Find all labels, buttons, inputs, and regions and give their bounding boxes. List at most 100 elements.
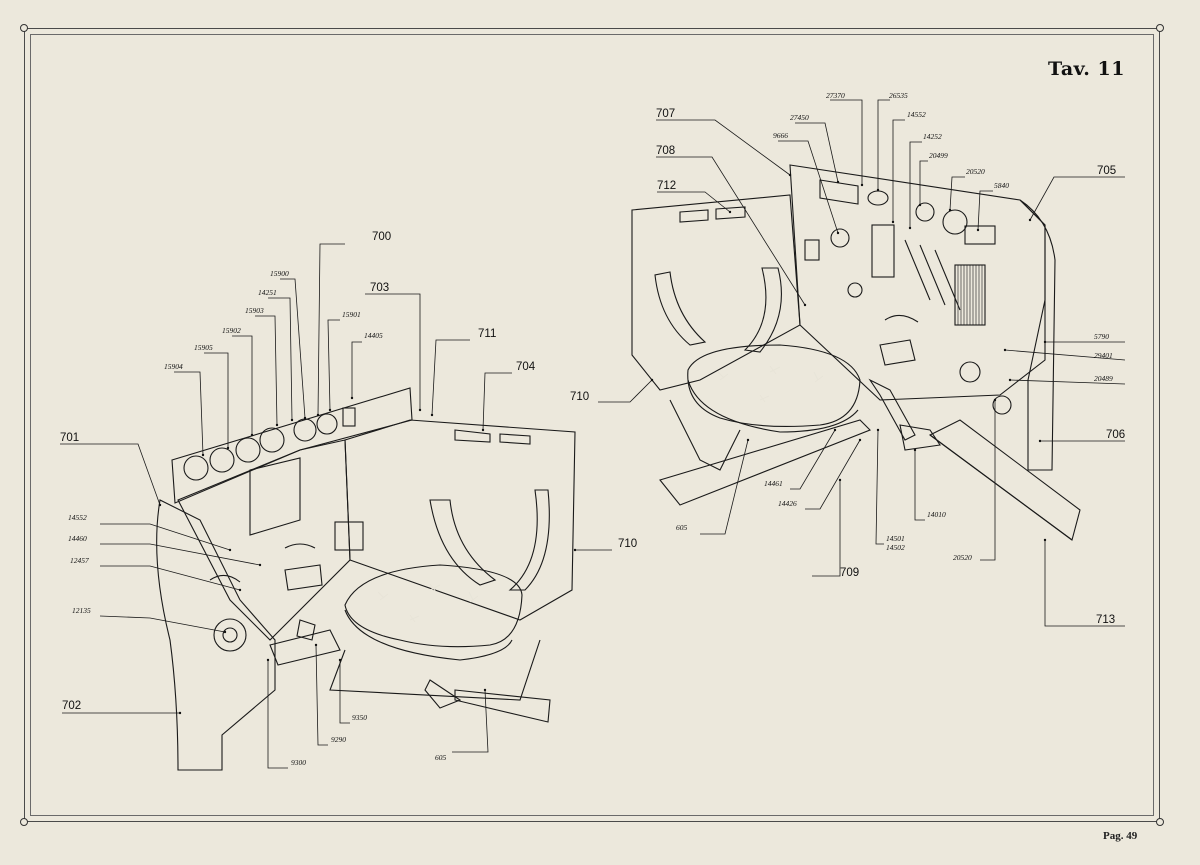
instrument-gauges: [183, 407, 356, 481]
callout-leader-line: [700, 439, 749, 535]
part-number-label: 605: [676, 523, 688, 532]
part-number-label: 26535: [889, 91, 908, 100]
callout-leader-line: [877, 99, 890, 190]
callout-leader-line: [812, 480, 841, 577]
part-number-label: 709: [840, 567, 859, 579]
callout-leader-line: [365, 293, 421, 410]
callout-arrow-tip: [1043, 340, 1047, 344]
callout-leader-line: [280, 278, 306, 419]
callout-arrow-tip: [1008, 378, 1012, 382]
part-number-label: 14010: [927, 510, 946, 519]
callout-arrow-tip: [481, 428, 485, 432]
part-number-label: 14252: [923, 132, 942, 141]
callout-leader-line: [232, 335, 253, 435]
callout-arrow-tip: [650, 378, 654, 382]
part-number-label: 9350: [352, 713, 367, 722]
part-number-label: 705: [1097, 165, 1116, 177]
part-number-label: 14460: [68, 534, 87, 543]
callout-arrow-tip: [836, 180, 840, 184]
part-number-label: 15900: [270, 269, 289, 278]
part-number-label: 14552: [907, 110, 926, 119]
part-number-label: 700: [372, 231, 391, 243]
callout-arrow-tip: [803, 303, 807, 307]
page-frame-inner: [30, 34, 1154, 816]
callout-arrow-tip: [303, 416, 307, 420]
callout-arrow-tip: [290, 418, 294, 422]
callout-arrow-tip: [338, 658, 342, 662]
callout-leader-line: [790, 429, 836, 490]
part-number-label: 701: [60, 432, 79, 444]
part-number-label: 14501: [886, 534, 905, 543]
part-number-label: 29401: [1094, 351, 1113, 360]
callout-arrow-tip: [918, 203, 922, 207]
callout-arrow-tip: [948, 208, 952, 212]
part-number-label: 15902: [222, 326, 241, 335]
part-number-label: 15903: [245, 306, 264, 315]
part-number-label: 9666: [773, 131, 788, 140]
callout-arrow-tip: [316, 413, 320, 417]
callout-leader-line: [980, 400, 996, 561]
callout-leader-line: [431, 339, 470, 416]
callout-leader-line: [830, 99, 863, 185]
page-frame-outer: [24, 28, 1160, 822]
callout-arrow-tip: [328, 408, 332, 412]
callout-arrow-tip: [836, 231, 840, 235]
callout-leader-line: [99, 615, 226, 633]
callout-leader-line: [268, 297, 293, 421]
callout-leader-line: [795, 122, 839, 183]
part-number-label: 12457: [70, 556, 89, 565]
callout-arrow-tip: [728, 210, 732, 214]
callout-arrow-tip: [158, 503, 162, 507]
part-number-label: 20489: [1094, 374, 1113, 383]
part-number-label: 9300: [291, 758, 306, 767]
callout-leader-line: [317, 243, 345, 416]
frame-corner-ornament: [1156, 24, 1164, 32]
callout-arrow-tip: [228, 548, 232, 552]
callout-leader-line: [598, 379, 653, 403]
callout-arrow-tip: [350, 396, 354, 400]
callout-arrow-tip: [1028, 218, 1032, 222]
part-number-label: 14251: [258, 288, 277, 297]
callout-arrow-tip: [908, 226, 912, 230]
callout-leader-line: [100, 523, 231, 551]
callout-arrow-tip: [891, 220, 895, 224]
callout-leader-line: [909, 141, 922, 228]
left-cockpit-view: [156, 387, 576, 771]
part-number-label: 20499: [929, 151, 948, 160]
part-number-label: 702: [62, 700, 81, 712]
callout-arrow-tip: [976, 228, 980, 232]
callout-leader-line: [100, 565, 241, 591]
part-number-label: 14502: [886, 543, 905, 552]
callout-arrow-tip: [1038, 439, 1042, 443]
callout-leader-line: [892, 119, 905, 222]
part-number-label: 14461: [764, 479, 783, 488]
callout-leader-line: [339, 660, 350, 724]
part-number-label: 27450: [790, 113, 809, 122]
part-number-label: 712: [657, 180, 676, 192]
part-number-label: 12135: [72, 606, 91, 615]
callout-leader-line: [1044, 540, 1125, 627]
callout-arrow-tip: [788, 173, 792, 177]
callout-leader-line: [949, 176, 965, 211]
callout-arrow-tip: [483, 688, 487, 692]
part-number-label: 27370: [826, 91, 845, 100]
callout-arrow-tip: [266, 658, 270, 662]
part-number-label: 14426: [778, 499, 797, 508]
callout-arrow-tip: [223, 630, 227, 634]
callout-leader-line: [914, 450, 925, 521]
frame-corner-ornament: [20, 818, 28, 826]
callout-arrow-tip: [858, 438, 862, 442]
callout-leader-line: [1029, 176, 1125, 221]
callout-arrow-tip: [860, 183, 864, 187]
callout-arrow-tip: [1043, 538, 1047, 542]
callout-arrow-tip: [573, 548, 577, 552]
part-number-label: 706: [1106, 429, 1125, 441]
callout-arrow-tip: [238, 588, 242, 592]
callout-arrow-tip: [178, 711, 182, 715]
right-cockpit-view: [631, 164, 1081, 541]
callout-arrow-tip: [746, 438, 750, 442]
part-number-label: 605: [435, 753, 447, 762]
callout-arrow-tip: [876, 188, 880, 192]
callout-arrow-tip: [226, 446, 230, 450]
